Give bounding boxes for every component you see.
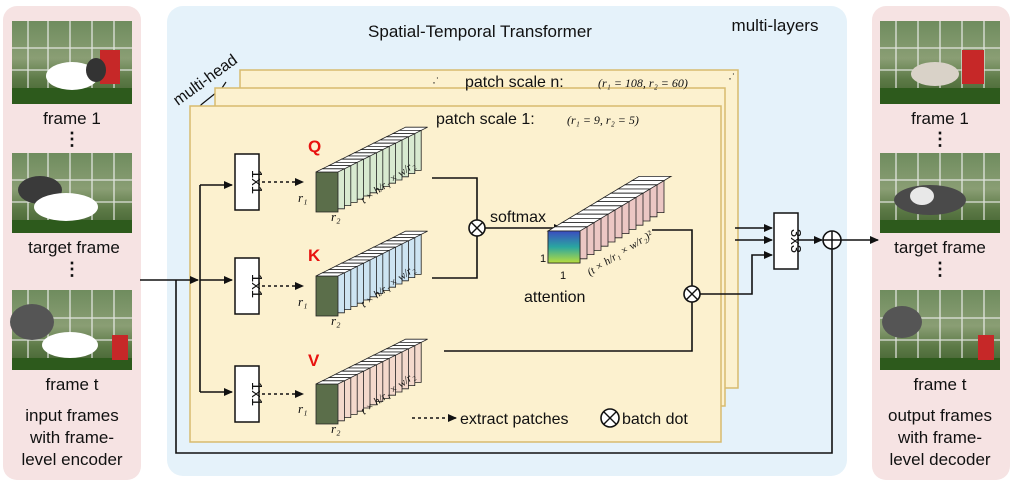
- output-ellipsis-top: ⋮: [931, 129, 949, 149]
- output-frame-1-image: [880, 21, 1000, 104]
- output-frame-t-label: frame t: [914, 375, 967, 394]
- attention-slab-top: [567, 213, 610, 219]
- attention-slab-top: [595, 197, 638, 202]
- attention-slab-top: [609, 188, 652, 194]
- conv-3x3: 3x3: [773, 212, 804, 270]
- input-ellipsis-bottom: ⋮: [63, 259, 81, 279]
- legend-extract-label: extract patches: [460, 411, 569, 428]
- layer-card-front: [189, 105, 722, 443]
- conv-3x3-label: 3x3: [787, 229, 804, 253]
- patch-scale-n-dots-left: ·˙: [432, 75, 440, 89]
- attention-slab-top: [602, 192, 645, 198]
- qk-to-batch-dot-lines: [432, 177, 478, 279]
- q-patch-slab-top: [315, 168, 345, 173]
- input-frame-t-image: [10, 290, 132, 370]
- attention-slab-top: [546, 226, 589, 232]
- attention-label: attention: [524, 289, 585, 306]
- attention-slab-top: [623, 180, 666, 186]
- output-frames-panel: frame 1 ⋮ target frame ⋮ frame t outpu: [872, 6, 1010, 480]
- softmax-label: softmax: [490, 209, 546, 226]
- output-target-frame-label: target frame: [894, 238, 986, 257]
- attention-slab-top: [616, 184, 659, 190]
- attention-slab-top: [553, 222, 596, 228]
- attention-one-bottom: 1: [560, 270, 566, 282]
- input-frame-1-label: frame 1: [43, 109, 101, 128]
- q-patch-stack: [315, 126, 428, 213]
- conv-1x1-k-label: 1x1: [248, 274, 265, 298]
- patch-scale-n-dots-right: ·˙: [728, 71, 736, 85]
- input-target-frame-image: [12, 153, 132, 233]
- attention-slab-top: [588, 201, 631, 207]
- patch-scale-n-label: patch scale n:: [465, 74, 564, 91]
- input-caption-line-3: level encoder: [21, 450, 122, 469]
- v-label: V: [308, 351, 320, 370]
- input-frames-panel: frame 1 ⋮ target frame ⋮ frame t: [3, 6, 141, 480]
- k-patch-slab-top: [315, 272, 345, 277]
- output-caption-line-1: output frames: [888, 406, 992, 425]
- conv-1x1-v: 1x1: [234, 365, 265, 423]
- attention-slab-top: [560, 218, 603, 223]
- q-label: Q: [308, 137, 321, 156]
- qk-batch-dot-icon: [468, 219, 486, 237]
- input-trunk-lines: [140, 181, 833, 454]
- output-ellipsis-bottom: ⋮: [931, 259, 949, 279]
- conv-1x1-q: 1x1: [234, 153, 265, 211]
- av-batch-dot-icon: [683, 285, 701, 303]
- extract-patch-arrows: [262, 178, 304, 398]
- output-target-frame-image: [880, 153, 1000, 233]
- attention-map: [547, 230, 581, 264]
- k-r2-label: r₂: [331, 313, 341, 328]
- residual-sum-icon: [822, 230, 842, 250]
- input-caption-line-1: input frames: [25, 406, 119, 425]
- conv-1x1-q-label: 1x1: [248, 170, 265, 194]
- input-caption-line-2: with frame-: [29, 428, 114, 447]
- output-frame-t-image: [880, 290, 1000, 370]
- input-frame-1-image: [12, 21, 132, 104]
- patch-scale-1-params: (r₁ = 9, r₂ = 5): [567, 113, 639, 127]
- input-frame-t-label: frame t: [46, 375, 99, 394]
- conv-1x1-v-label: 1x1: [248, 382, 265, 406]
- output-caption-line-3: level decoder: [889, 450, 990, 469]
- attention-slab-top: [630, 176, 673, 181]
- transformer-title: Spatial-Temporal Transformer: [368, 22, 592, 41]
- attention-v-lines: [444, 229, 693, 352]
- q-r2-label: r₂: [331, 209, 341, 224]
- legend-batch-dot-label: batch dot: [622, 411, 688, 428]
- k-label: K: [308, 246, 321, 265]
- k-r1-label: r₁: [298, 294, 308, 309]
- input-ellipsis-top: ⋮: [63, 129, 81, 149]
- patch-scale-1-label: patch scale 1:: [436, 111, 535, 128]
- output-frame-1-label: frame 1: [911, 109, 969, 128]
- legend-batch-dot-icon: [600, 408, 620, 428]
- output-caption-line-2: with frame-: [897, 428, 982, 447]
- attention-slab-top: [581, 205, 624, 211]
- conv-1x1-k: 1x1: [234, 257, 265, 315]
- attention-one-left: 1: [540, 253, 546, 265]
- k-patch-slab: [315, 275, 339, 317]
- v-patch-slab: [315, 383, 339, 425]
- to-conv-3x3-arrows: [700, 224, 773, 295]
- input-target-frame-label: target frame: [28, 238, 120, 257]
- q-patch-slab: [315, 171, 339, 213]
- v-patch-stack: [315, 338, 428, 425]
- v-r1-label: r₁: [298, 401, 308, 416]
- attention-slab-top: [574, 209, 617, 215]
- patch-scale-n-params: (r₁ = 108, r₂ = 60): [598, 76, 688, 90]
- q-r1-label: r₁: [298, 190, 308, 205]
- v-r2-label: r₂: [331, 421, 341, 436]
- multi-layers-label: multi-layers: [732, 16, 819, 35]
- k-patch-stack: [315, 230, 428, 317]
- v-patch-slab-top: [315, 380, 345, 385]
- spatial-temporal-transformer-panel: Spatial-Temporal Transformer multi-layer…: [140, 6, 879, 476]
